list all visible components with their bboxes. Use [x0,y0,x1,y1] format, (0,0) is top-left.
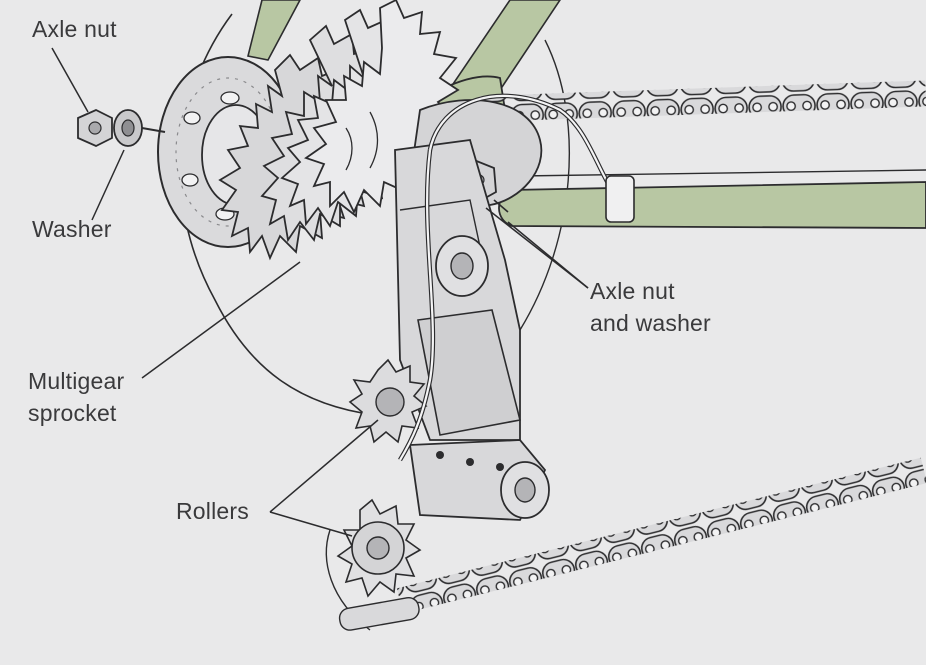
label-multigear-sprocket-line2: sprocket [28,400,117,426]
left-axle-nut [77,109,113,147]
label-axle-nut-and-washer-line1: Axle nut [590,278,675,304]
label-axle-nut-left: Axle nut [32,16,117,42]
lower-roller [325,498,422,631]
multigear-sprocket-cluster [218,0,460,261]
leader-rollers-lower [269,511,353,537]
derailleur-cable [398,93,635,462]
leader-lines [51,47,589,537]
left-washer [113,109,166,147]
label-rollers: Rollers [176,498,249,524]
leader-axle-nut-left [51,47,89,113]
leader-multigear-sprocket [141,261,301,379]
leader-washer [91,149,125,221]
upper-roller [348,358,428,444]
chain-lower-run [396,457,926,614]
frame-chain-stay [498,169,926,229]
label-washer: Washer [32,216,112,242]
label-axle-nut-and-washer-line2: and washer [590,310,711,336]
leader-rollers-upper [269,419,379,513]
leader-axle-nut-right-b [485,207,589,289]
chain-upper-run [479,80,926,122]
label-multigear-sprocket-line1: Multigear [28,368,125,394]
